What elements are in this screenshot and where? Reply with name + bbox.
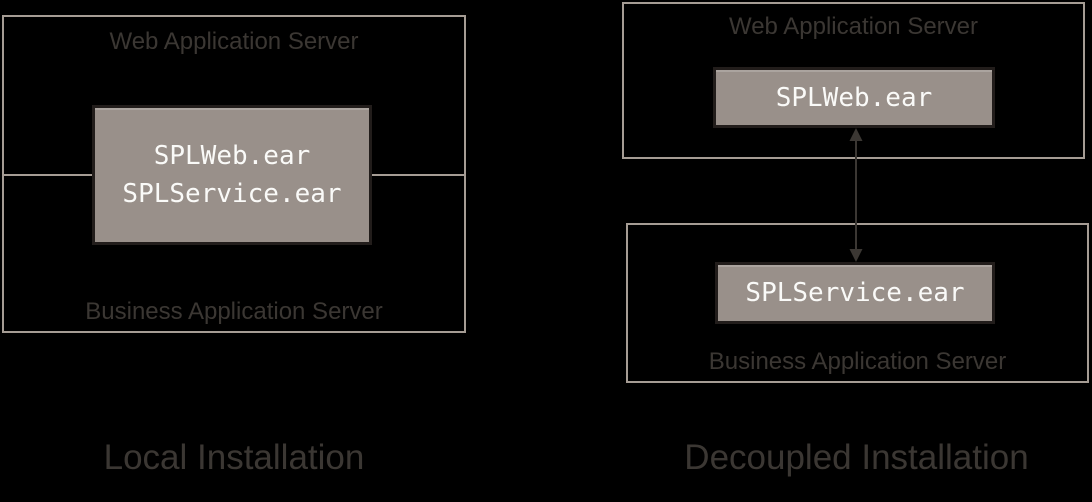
- local-installation-title: Local Installation: [103, 438, 365, 477]
- splservice-ear-label: SPLService.ear: [745, 278, 965, 308]
- local-business-application-server-label: Business Application Server: [85, 298, 383, 325]
- splweb-ear-box: SPLWeb.ear: [713, 67, 995, 128]
- local-web-application-server-label: Web Application Server: [109, 28, 359, 55]
- local-ear-files-box: SPLWeb.ear SPLService.ear: [92, 105, 372, 245]
- decoupled-business-server-box: [626, 223, 1089, 383]
- splservice-ear-label: SPLService.ear: [122, 179, 342, 209]
- bidirectional-arrow-icon: [848, 128, 864, 262]
- decoupled-web-server-box: [622, 2, 1085, 159]
- decoupled-installation-title: Decoupled Installation: [684, 438, 1029, 477]
- decoupled-business-application-server-label: Business Application Server: [708, 348, 1007, 375]
- splweb-ear-label: SPLWeb.ear: [775, 82, 933, 113]
- splservice-ear-box: SPLService.ear: [715, 262, 995, 324]
- splweb-ear-label: SPLWeb.ear: [153, 141, 311, 171]
- decoupled-web-application-server-label: Web Application Server: [728, 13, 979, 40]
